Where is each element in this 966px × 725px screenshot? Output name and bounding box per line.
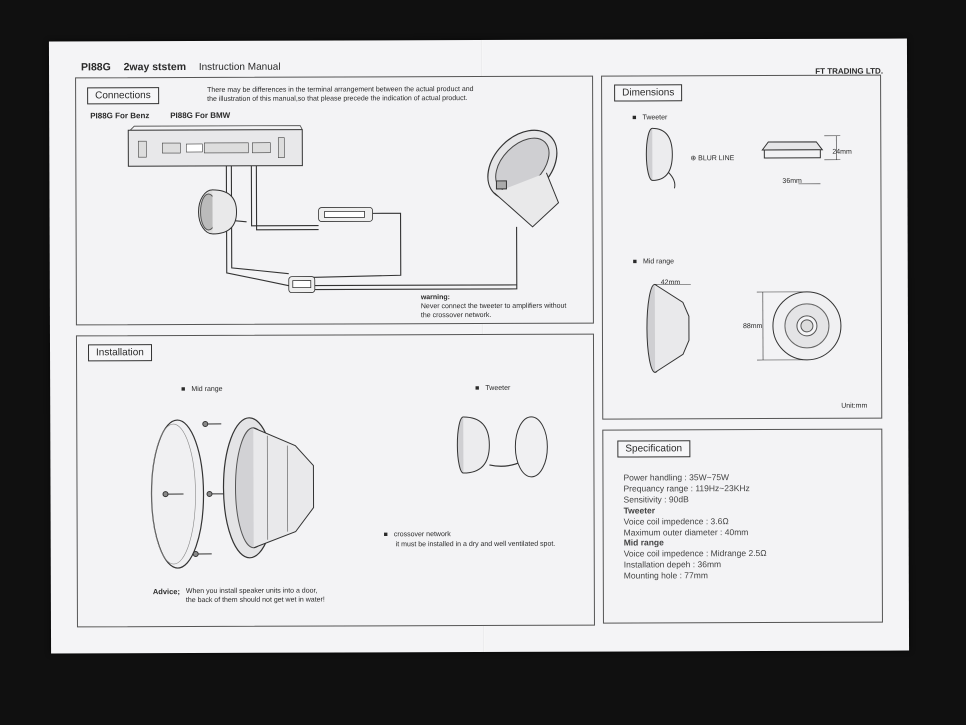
tweeter-drawing [198,189,238,235]
system-name: 2way ststem [123,61,187,74]
manual-title: PI88G 2way ststem Instruction Manual [81,61,281,74]
dimensions-panel: Dimensions Tweeter ⊕ BLUR LINE 24mm 36mm… [601,74,883,420]
tweeter-side-view [645,127,676,189]
amplifier-unit [127,125,303,167]
spec-line: Installation depeh : 36mm [623,559,722,570]
wiring-diagram [127,125,560,294]
warning-title: warning: [420,294,451,302]
dimension-drawings [645,127,842,373]
tweeter-front-view [761,135,841,185]
connections-panel: Connections There may be differences in … [75,75,594,326]
manual-sheet: PI88G 2way ststem Instruction Manual FT … [48,38,910,654]
spec-line: Power handling : 35W~75W [623,472,730,483]
advice-title: Advice; [152,587,180,597]
crossover-unit-2 [288,276,316,294]
specification-panel: Specification Power handling : 35W~75W P… [602,428,883,624]
advice-line-1: When you install speaker units into a do… [185,587,318,596]
crossover-install-text: it must be installed in a dry and well v… [395,540,556,549]
crossover-unit-1 [318,206,373,222]
spec-line: Mounting hole : 77mm [623,570,708,581]
model-name: PI88G [81,61,111,74]
spec-heading-mid-range: Mid range [623,537,664,548]
spec-line: Prequancy range : 119Hz~23KHz [623,482,750,494]
spec-line: Sensitivity : 90dB [623,494,689,505]
specification-list: Power handling : 35W~75W Prequancy range… [623,472,766,582]
installation-drawing [150,416,548,569]
midrange-drawing [487,129,560,228]
crossover-install-title: crossover network [384,531,451,538]
manual-name: Instruction Manual [198,61,281,73]
specification-label: Specification [617,440,691,458]
warning-line-2: the crossover network. [420,311,492,320]
spec-line: Voice coil impedence : Midrange 2.5Ω [623,548,767,559]
screws [162,420,224,557]
spec-line: Voice coil impedence : 3.6Ω [623,515,729,527]
installation-panel: Installation Mid range Tweeter [75,333,595,628]
spec-heading-tweeter: Tweeter [623,505,656,516]
spec-line: Maximum outer diameter : 40mm [623,526,749,538]
midrange-front-view [756,291,842,361]
advice-line-2: the back of them should not get wet in w… [185,596,325,605]
midrange-install [222,417,315,559]
midrange-side-view [646,283,691,373]
warning-line-1: Never connect the tweeter to amplifiers … [420,302,567,311]
tweeter-install [456,416,548,478]
